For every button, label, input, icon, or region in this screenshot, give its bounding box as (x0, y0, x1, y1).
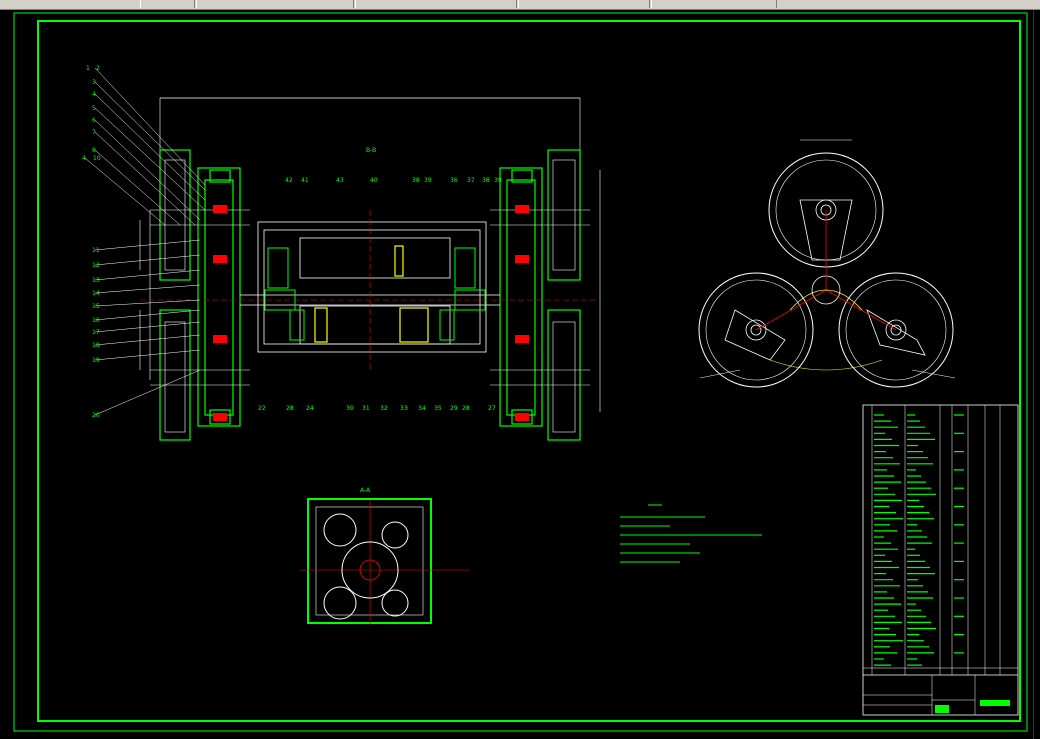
leader-label: 11 (92, 247, 100, 254)
cad-drawing: 1 2 3 4 5 6 7 8 4 10 11 12 13 14 15 16 1… (13, 12, 1028, 732)
main-assembly-view: 1 2 3 4 5 6 7 8 4 10 11 12 13 14 15 16 1… (82, 65, 601, 441)
leader-label: 7 (92, 129, 96, 136)
leader-label: 35 (434, 405, 442, 412)
leader-label: 24 (306, 405, 314, 412)
leader-label: 16 (92, 317, 100, 324)
leader-label: 39 (424, 177, 432, 184)
scrollbar[interactable] (1033, 10, 1040, 739)
leader-label: 6 (92, 117, 96, 124)
leader-label: 38 (482, 177, 490, 184)
leader-label: 13 (92, 277, 100, 284)
leader-label: 12 (92, 262, 100, 269)
toolbar-button-2[interactable] (196, 0, 354, 8)
leader-label: 29 (450, 405, 458, 412)
leader-label: 20 (92, 412, 100, 419)
leader-label: 38 (412, 177, 420, 184)
technical-notes (620, 504, 762, 563)
leader-label: 41 (301, 177, 309, 184)
section-a-a: A-A (300, 487, 470, 625)
leader-label: 14 (92, 290, 100, 297)
leader-label: 3 (92, 79, 96, 86)
leader-label: 31 (362, 405, 370, 412)
leader-label: 27 (488, 405, 496, 412)
leader-label: 33 (400, 405, 408, 412)
leader-label: 32 (380, 405, 388, 412)
leader-label: 15 (92, 303, 100, 310)
leader-label: 28 (462, 405, 470, 412)
leader-label: 1 (86, 65, 90, 72)
view-label: B-B (366, 147, 376, 154)
leader-label: 19 (92, 357, 100, 364)
leader-label: 34 (418, 405, 426, 412)
bom-table (862, 404, 1019, 716)
leader-label: 22 (258, 405, 266, 412)
leader-label: 4 (82, 155, 86, 162)
leader-label: 17 (92, 329, 100, 336)
leader-label: 18 (92, 342, 100, 349)
toolbar-button-3[interactable] (355, 0, 517, 8)
leader-label: 36 (450, 177, 458, 184)
leader-label: 2 (96, 65, 100, 72)
side-view-wheels (698, 139, 956, 388)
leader-label: 28 (286, 405, 294, 412)
leader-label: 5 (92, 105, 96, 112)
leader-label: 39 (494, 177, 502, 184)
leader-label: 42 (285, 177, 293, 184)
toolbar-button-5[interactable] (651, 0, 777, 8)
leader-label: 40 (370, 177, 378, 184)
toolbar-button-1[interactable] (140, 0, 195, 8)
inner-frame (37, 20, 1021, 722)
leader-label: 37 (467, 177, 475, 184)
leader-label: 30 (346, 405, 354, 412)
toolbar-button-4[interactable] (518, 0, 650, 8)
drawing-canvas[interactable]: 1 2 3 4 5 6 7 8 4 10 11 12 13 14 15 16 1… (0, 10, 1040, 739)
leader-label: 43 (336, 177, 344, 184)
toolbar (0, 0, 1040, 10)
bom-rows (874, 414, 964, 666)
leader-label: 10 (93, 155, 101, 162)
leader-label: 8 (92, 147, 96, 154)
section-label: A-A (360, 487, 371, 494)
outer-frame (13, 12, 1028, 732)
leader-label: 4 (92, 91, 96, 98)
